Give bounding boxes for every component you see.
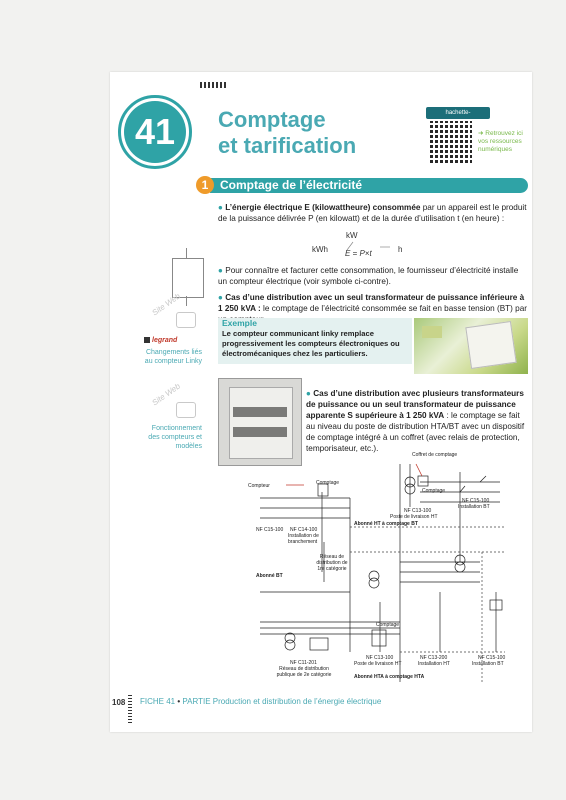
linky-meter-photo [414,318,528,374]
decorative-stripe [200,82,226,88]
section-number: 1 [196,176,214,194]
formula-arrows [346,241,390,251]
logo-square [144,337,150,344]
coffret-arrow [415,463,423,477]
page-number: 108 [112,698,126,707]
footer-sep: • [175,697,183,706]
label-nfc15-b: NF C15-100 [256,527,284,533]
p1-bold: L’énergie électrique E (kilowattheure) c… [225,203,421,212]
footer-fiche: FICHE 41 [140,697,176,706]
qr-caption-text: Retrouvez ici vos ressources numériques [478,130,523,153]
meter-device [465,321,517,369]
label-installation-branchement: Installation de branchement [288,533,319,545]
formula-kw: kW [346,231,358,240]
qr-caption: ➜ Retrouvez ici vos ressources numérique… [478,130,532,154]
chapter-ring [118,95,192,169]
footer-text: FICHE 41 • PARTIE Production et distribu… [140,697,381,706]
cabinet-panel [229,387,293,459]
label-nfc11: NF C11-201 [290,660,317,666]
cabinet-row [233,407,287,417]
bullet-icon: ● [218,203,226,212]
bullet-icon: ● [218,293,226,302]
paragraph-multiple-transformers: ● Cas d’une distribution avec plusieurs … [306,388,528,454]
meter-screen [422,326,442,338]
label-installation-bt-b: Installation BT [472,661,504,667]
label-nfc13-a: NF C13-100 [404,508,432,514]
label-reseau-2: Réseau de distribution publique de 2e ca… [276,666,332,678]
label-installation-bt-a: Installation BT [458,504,490,510]
p4-bold: Cas d’une distribution avec plusieurs tr… [306,389,524,420]
footer-partie: PARTIE Production et distribution de l’é… [182,697,382,706]
label-abonne-bt: Abonné BT [256,573,283,579]
label-nfc15-c: NF C15-100 [478,655,506,661]
label-installation-ht: Installation HT [418,661,450,667]
p2-text: Pour connaître et facturer cette consomm… [218,266,519,286]
example-text: Le compteur communicant linky remplace p… [222,329,400,358]
label-nfc15-a: NF C15-100 [462,498,490,504]
brand-logo: legrand [144,337,177,344]
symbol-lead [186,296,187,306]
bullet-icon: ● [218,266,226,275]
label-coffret: Coffret de comptage [412,452,458,458]
label-comptage-a: Comptage [316,480,340,486]
arrow-icon: ➜ [478,130,486,137]
title-line-2: et tarification [218,133,357,158]
formula-h: h [398,245,403,254]
qr-link-label[interactable]: hachette-clic.fr/23elecBAC [426,107,490,128]
link-compteurs[interactable]: Fonctionnement des compteurs et modèles [148,425,202,450]
label-nfc13-200: NF C13-200 [420,655,448,661]
label-comptage-b: Comptage [422,488,446,494]
bullet-icon: ● [306,389,314,398]
diagram-lines [260,463,505,684]
formula-kwh: kWh [312,245,328,254]
label-abonne-hta: Abonné HTA à comptage HTA [354,674,425,680]
cabinet-row [233,427,287,437]
paragraph-energy: ● L’énergie électrique E (kilowattheure)… [218,202,528,224]
example-label: Exemple [222,318,257,328]
p4-rest: : le comptage se fait au niveau du poste… [306,411,525,453]
section-title: Comptage de l’électricité [210,178,528,193]
brand-name: legrand [152,337,178,344]
p1-rest: par un appareil est le produit de la pui… [218,203,527,223]
computer-icon[interactable] [176,312,196,328]
chapter-number: 41 [124,101,186,163]
label-nfc14: NF C14-100 [290,527,318,533]
title-line-1: Comptage [218,107,326,132]
label-abonne-ht-bt: Abonné HT à comptage BT [354,521,418,527]
label-poste-ht-b: Poste de livraison HT [354,661,402,667]
paragraph-compteur: ● Pour connaître et facturer cette conso… [218,265,528,287]
footer-wave [128,693,132,723]
link-linky[interactable]: Changements liés au compteur Linky [144,349,202,365]
example-box [218,318,412,364]
qr-code-icon[interactable] [430,121,472,163]
label-comptage-c: Comptage [376,622,400,628]
computer-icon[interactable] [176,402,196,418]
label-reseau-1: Réseau de distribution de 1re catégorie [316,554,348,572]
meter-symbol [172,258,204,298]
distribution-diagram: Coffret de comptage Compteur Comptage Co… [248,452,520,690]
meter-cabinet-photo [218,378,302,466]
p3-bold: Cas d’une distribution avec un seul tran… [218,293,525,313]
page-title: Comptage et tarification [218,107,356,159]
symbol-lead [186,248,187,258]
label-poste-ht-a: Poste de livraison HT [390,514,438,520]
formula-equation: E = P×t [345,249,372,258]
label-compteur: Compteur [248,483,270,489]
label-nfc13-b: NF C13-100 [366,655,394,661]
